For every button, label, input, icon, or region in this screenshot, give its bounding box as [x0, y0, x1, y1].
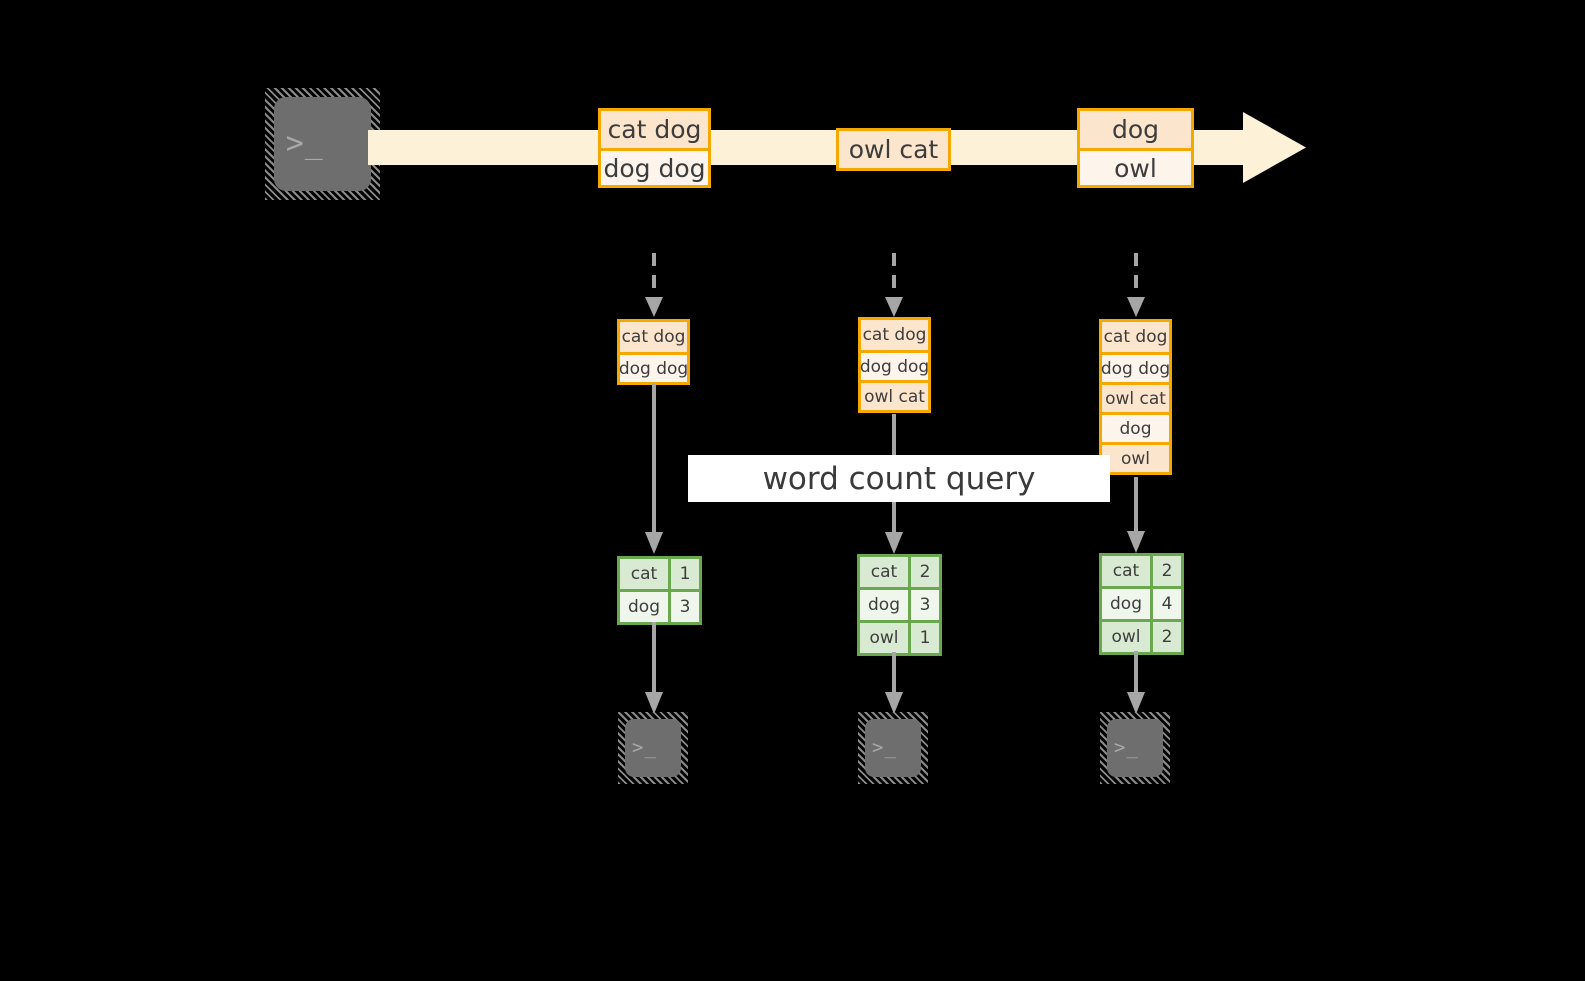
terminal-prompt-glyph: >_	[1114, 736, 1139, 759]
message-line: cat dog	[601, 111, 708, 148]
table-row: dog 3	[860, 587, 939, 620]
snapshot-3-dashed-arrow-icon	[1124, 253, 1148, 319]
snapshot-2-consumer-terminal-icon: >_	[858, 712, 928, 784]
table-row: dog 3	[620, 589, 699, 622]
result-count: 3	[668, 592, 699, 622]
snapshot-input-line: owl	[1102, 442, 1169, 472]
snapshot-2-output-arrow-icon	[882, 652, 906, 716]
result-word: cat	[860, 557, 908, 587]
snapshot-1-output-arrow-icon	[642, 622, 666, 716]
result-word: cat	[620, 559, 668, 589]
snapshot-1-result-table: cat 1 dog 3	[617, 556, 702, 625]
result-count: 2	[908, 557, 939, 587]
snapshot-input-line: cat dog	[620, 322, 687, 352]
snapshot-1-dashed-arrow-icon	[642, 253, 666, 319]
table-row: owl 2	[1102, 619, 1181, 652]
producer-terminal-icon: >_	[265, 88, 380, 200]
terminal-prompt-glyph: >_	[872, 736, 897, 759]
snapshot-input-line: cat dog	[1102, 322, 1169, 352]
result-word: owl	[860, 623, 908, 653]
table-row: dog 4	[1102, 586, 1181, 619]
stream-message-3: dog owl	[1077, 108, 1194, 188]
snapshot-input-line: dog	[1102, 412, 1169, 442]
snapshot-1-query-arrow-icon	[642, 384, 666, 556]
terminal-body	[274, 97, 371, 191]
terminal-body	[865, 719, 921, 777]
message-line: dog	[1080, 111, 1191, 148]
result-count: 1	[668, 559, 699, 589]
result-word: owl	[1102, 622, 1150, 652]
snapshot-2-input-box: cat dog dog dog owl cat	[858, 317, 931, 413]
result-word: dog	[1102, 589, 1150, 619]
result-count: 1	[908, 623, 939, 653]
result-count: 3	[908, 590, 939, 620]
table-row: cat 2	[1102, 556, 1181, 586]
terminal-body	[1107, 719, 1163, 777]
stream-message-2: owl cat	[836, 128, 951, 171]
snapshot-3-result-table: cat 2 dog 4 owl 2	[1099, 553, 1184, 655]
snapshot-1-input-box: cat dog dog dog	[617, 319, 690, 385]
table-row: owl 1	[860, 620, 939, 653]
message-line: owl cat	[839, 131, 948, 168]
message-line: owl	[1080, 148, 1191, 185]
result-count: 2	[1150, 622, 1181, 652]
terminal-prompt-glyph: >_	[632, 736, 657, 759]
result-word: dog	[860, 590, 908, 620]
snapshot-3-query-arrow-icon	[1124, 477, 1148, 555]
result-count: 2	[1150, 556, 1181, 586]
table-row: cat 2	[860, 557, 939, 587]
query-label: word count query	[688, 455, 1110, 502]
stream-message-1: cat dog dog dog	[598, 108, 711, 188]
result-word: dog	[620, 592, 668, 622]
snapshot-3-consumer-terminal-icon: >_	[1100, 712, 1170, 784]
snapshot-input-line: dog dog	[619, 352, 688, 382]
snapshot-1-consumer-terminal-icon: >_	[618, 712, 688, 784]
snapshot-input-line: owl cat	[861, 380, 928, 410]
snapshot-input-line: cat dog	[861, 320, 928, 350]
query-label-text: word count query	[762, 460, 1036, 497]
snapshot-input-line: owl cat	[1102, 382, 1169, 412]
result-count: 4	[1150, 589, 1181, 619]
terminal-body	[625, 719, 681, 777]
message-line: dog dog	[601, 148, 708, 185]
snapshot-3-output-arrow-icon	[1124, 651, 1148, 716]
result-word: cat	[1102, 556, 1150, 586]
snapshot-input-line: dog dog	[1101, 352, 1170, 382]
terminal-prompt-glyph: >_	[285, 126, 324, 161]
table-row: cat 1	[620, 559, 699, 589]
snapshot-2-result-table: cat 2 dog 3 owl 1	[857, 554, 942, 656]
snapshot-3-input-box: cat dog dog dog owl cat dog owl	[1099, 319, 1172, 475]
snapshot-2-dashed-arrow-icon	[882, 253, 906, 319]
snapshot-input-line: dog dog	[860, 350, 929, 380]
